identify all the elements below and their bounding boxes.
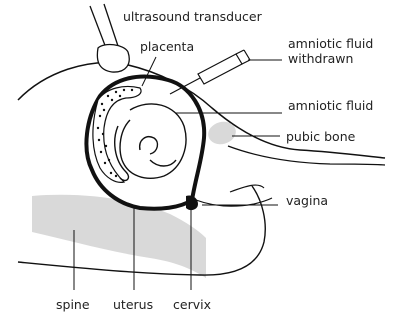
label-vagina: vagina bbox=[286, 193, 328, 208]
pubic-bone-shape bbox=[206, 119, 239, 147]
label-placenta: placenta bbox=[140, 39, 194, 54]
label-amniotic-fluid-withdrawn-line2: withdrawn bbox=[288, 51, 353, 66]
buttock-outline bbox=[230, 185, 264, 192]
cervix-shape bbox=[186, 195, 198, 210]
label-ultrasound-transducer: ultrasound transducer bbox=[123, 9, 263, 24]
label-amniotic-fluid-withdrawn-line1: amniotic fluid bbox=[288, 36, 373, 51]
label-spine: spine bbox=[56, 297, 90, 312]
label-uterus: uterus bbox=[113, 297, 153, 312]
syringe-icon bbox=[170, 50, 250, 94]
label-pubic-bone: pubic bone bbox=[286, 129, 356, 144]
label-amniotic-fluid: amniotic fluid bbox=[288, 98, 373, 113]
label-cervix: cervix bbox=[173, 297, 211, 312]
